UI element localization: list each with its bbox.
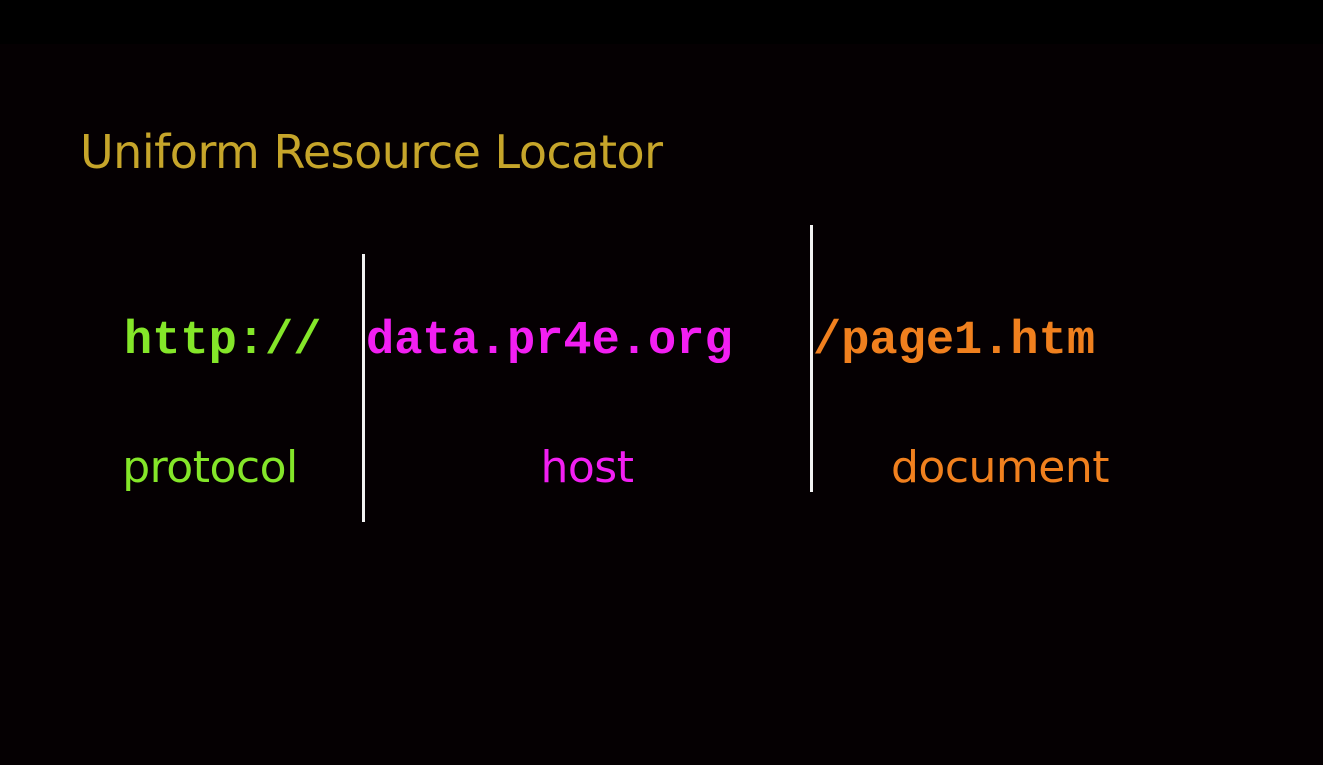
divider-protocol-host xyxy=(362,254,365,522)
url-document: /page1.htm xyxy=(813,315,1096,368)
slide-title: Uniform Resource Locator xyxy=(80,125,663,179)
url-host: data.pr4e.org xyxy=(366,315,733,368)
label-document: document xyxy=(891,442,1110,493)
divider-host-document xyxy=(810,225,813,492)
top-letterbox-band xyxy=(0,0,1323,44)
label-host: host xyxy=(540,442,634,493)
label-protocol: protocol xyxy=(122,442,298,493)
url-protocol: http:// xyxy=(124,315,322,368)
